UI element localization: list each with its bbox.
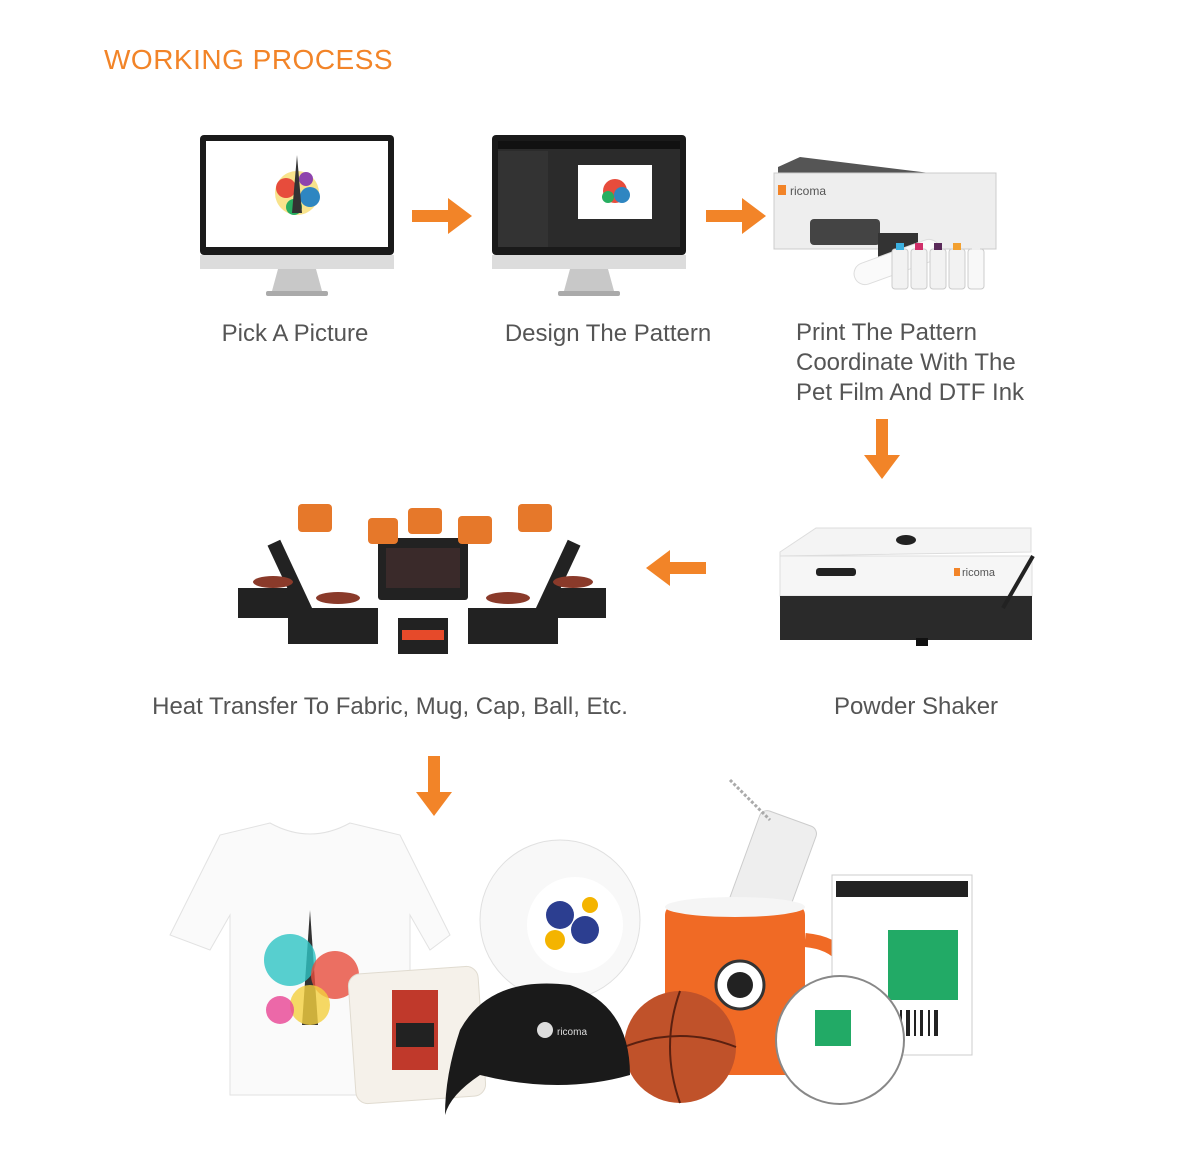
dtf-printer-icon: ricoma <box>773 157 997 290</box>
heat-press-machines-icon <box>238 504 606 654</box>
step-label-powder-shaker: Powder Shaker <box>833 693 999 720</box>
arrow-left-icon <box>646 550 706 586</box>
arrow-right-icon <box>706 198 766 234</box>
step-label-print-pattern: Print The Pattern Coordinate With The Pe… <box>796 318 1024 408</box>
monitor-design-software-icon <box>492 135 686 296</box>
label-line: Coordinate With The <box>796 349 1016 376</box>
svg-text:ricoma: ricoma <box>557 1027 587 1038</box>
step-label-design-pattern: Design The Pattern <box>504 320 712 347</box>
arrow-down-icon <box>416 756 452 816</box>
label-line: Print The Pattern <box>796 319 977 346</box>
svg-text:ricoma: ricoma <box>962 567 996 579</box>
step-label-pick-picture: Pick A Picture <box>221 320 369 347</box>
label-line: Pet Film And DTF Ink <box>796 379 1025 406</box>
finished-products-icon: ricoma <box>169 778 973 1115</box>
svg-text:ricoma: ricoma <box>790 184 826 198</box>
step-label-heat-transfer: Heat Transfer To Fabric, Mug, Cap, Ball,… <box>152 693 628 720</box>
page-title: WORKING PROCESS <box>104 44 394 75</box>
arrow-down-icon <box>864 419 900 479</box>
powder-shaker-icon: ricoma <box>779 527 1035 646</box>
monitor-artwork-icon <box>200 135 394 296</box>
arrow-right-icon <box>412 198 472 234</box>
